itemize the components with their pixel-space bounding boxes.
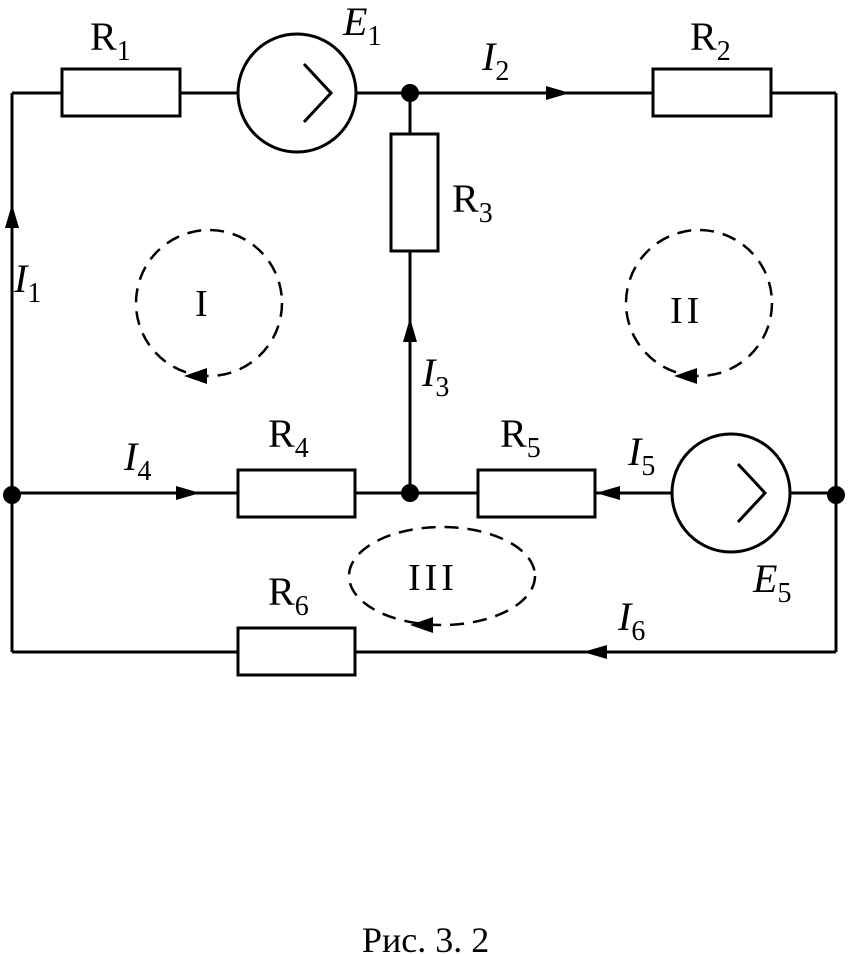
loop-1: I	[134, 228, 284, 384]
resistor-r2	[651, 67, 773, 118]
loop-3: III	[347, 525, 537, 633]
label-i6: I6	[617, 594, 645, 647]
label-i2: I2	[481, 34, 509, 87]
resistor-r5	[476, 468, 597, 519]
label-r4: R4	[268, 411, 309, 464]
arrow-i6	[583, 645, 607, 659]
source-e5	[670, 432, 792, 554]
label-r6: R6	[268, 569, 309, 622]
loop-3-arrow	[410, 617, 433, 633]
source-e1	[236, 32, 358, 154]
current-arrows	[5, 86, 620, 659]
loop-2-label: II	[670, 290, 703, 332]
label-r3: R3	[452, 176, 493, 229]
label-i1: I1	[13, 256, 41, 309]
node-right	[827, 486, 845, 504]
label-e5: E5	[752, 556, 791, 609]
loop-1-arrow	[184, 368, 207, 384]
loop-3-label: III	[408, 557, 458, 599]
node-middle	[401, 484, 419, 502]
node-left	[3, 486, 21, 504]
label-r2: R2	[690, 14, 731, 67]
arrow-i3	[403, 318, 417, 342]
resistor-r4	[236, 468, 357, 519]
arrow-i4	[176, 486, 200, 500]
label-i5: I5	[627, 429, 655, 482]
resistor-r3	[389, 132, 440, 253]
loop-2-arrow	[674, 368, 697, 384]
label-i3: I3	[421, 350, 449, 403]
loop-1-label: I	[195, 283, 212, 325]
label-r5: R5	[500, 411, 541, 464]
resistor-r1	[60, 67, 182, 118]
arrow-i5	[596, 486, 620, 500]
label-e1: E1	[342, 0, 381, 52]
resistor-r6	[236, 626, 357, 677]
node-top	[401, 84, 419, 102]
label-r1: R1	[90, 14, 131, 67]
arrow-i2	[546, 86, 570, 100]
arrow-i1	[5, 204, 19, 228]
figure-caption: Рис. 3. 2	[362, 920, 489, 954]
label-i4: I4	[123, 434, 151, 487]
loop-2: II	[624, 228, 774, 384]
